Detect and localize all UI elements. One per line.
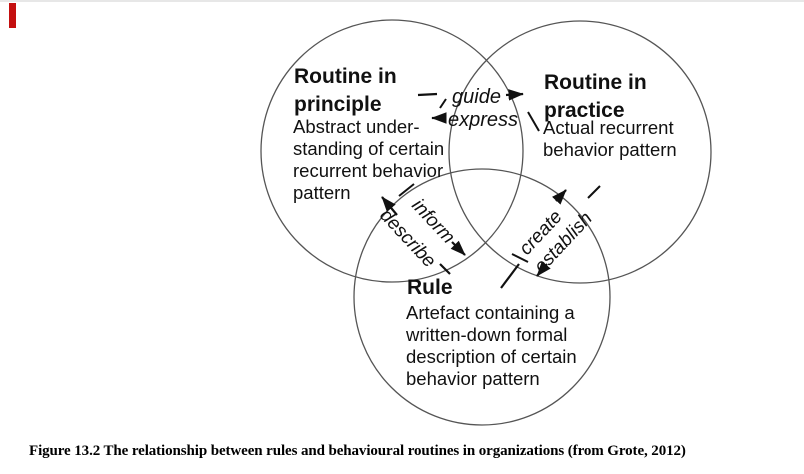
establish-arrow xyxy=(536,261,551,277)
rule-circle-title: Rule xyxy=(407,276,453,299)
principle-circle xyxy=(260,19,524,283)
inform-arrow xyxy=(450,240,466,256)
guide-line-tick xyxy=(439,98,447,109)
create-line-tick xyxy=(511,253,529,263)
figure-caption: Figure 13.2 The relationship between rul… xyxy=(29,443,686,459)
practice-circle-description: Actual recurrent behavior pattern xyxy=(543,117,677,160)
practice-circle-title: Routine in practice xyxy=(544,71,647,122)
create-line-segment xyxy=(500,263,520,289)
principle-circle-title: Routine in principle xyxy=(294,65,397,116)
rule-circle xyxy=(353,168,611,426)
describe-arrow xyxy=(381,196,398,216)
guide-label: guide xyxy=(452,86,501,108)
practice-circle xyxy=(448,20,712,284)
express-label: express xyxy=(448,109,518,131)
principle-circle-description: Abstract under- standing of certain recu… xyxy=(293,116,445,203)
page-top-divider xyxy=(0,0,804,2)
rule-circle-description: Artefact containing a written-down forma… xyxy=(406,302,577,389)
red-edit-marker xyxy=(9,3,16,28)
create-arrow xyxy=(552,189,567,205)
guide-arrow xyxy=(505,89,524,101)
establish-line-tick xyxy=(587,185,601,199)
express-line-tick xyxy=(527,111,540,132)
guide-line-segment xyxy=(417,92,438,97)
describe-line-segment xyxy=(439,263,451,275)
inform-line-tick xyxy=(398,183,415,197)
